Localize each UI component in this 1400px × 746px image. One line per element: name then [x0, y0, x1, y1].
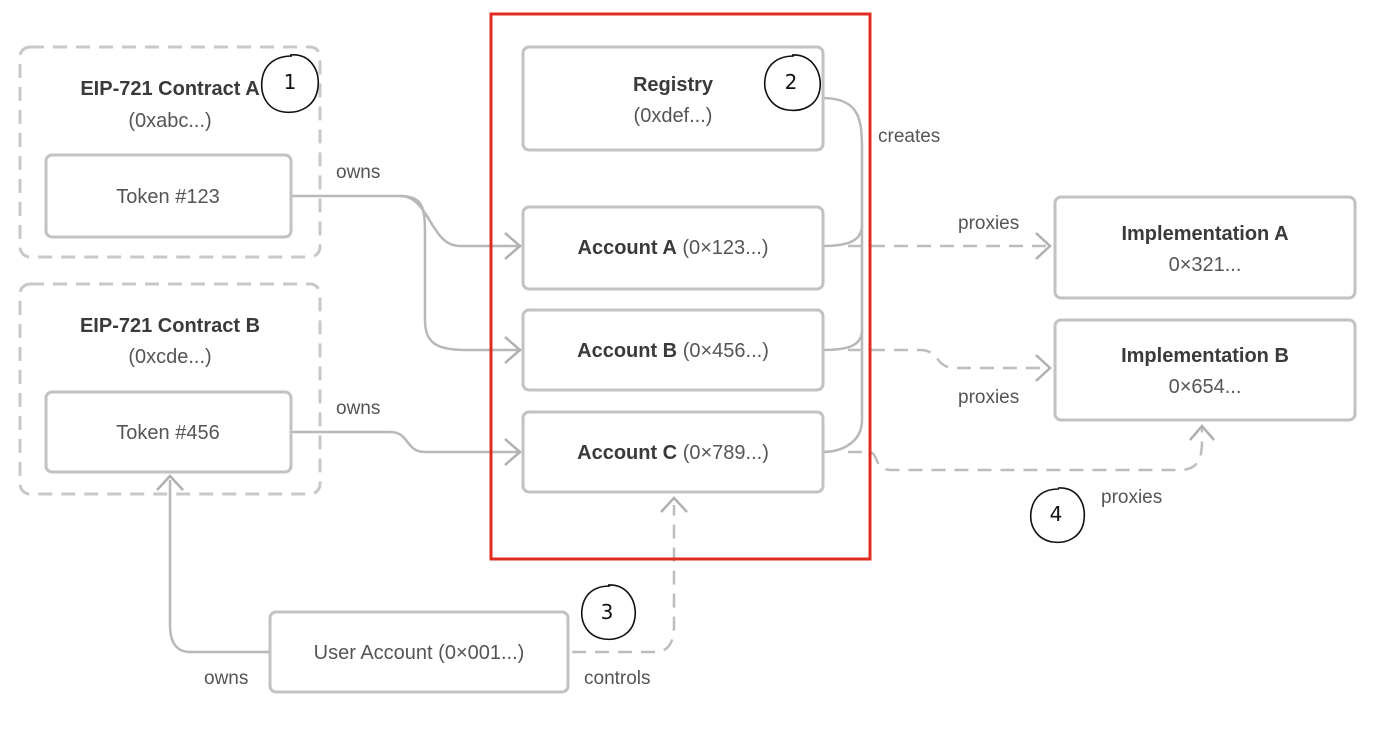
callout-1: 1 — [260, 54, 319, 114]
edge-token123-account-a — [290, 194, 520, 248]
edge-label-owns-b: owns — [336, 398, 380, 419]
registry-address: (0xdef...) — [634, 105, 713, 127]
callout-2-number: 2 — [785, 70, 798, 94]
implementation-a-address: 0×321... — [1169, 254, 1242, 276]
callout-3: 3 — [580, 584, 637, 641]
registry-box[interactable] — [521, 45, 825, 152]
contract-a-group — [18, 45, 322, 259]
callout-3-number: 3 — [601, 600, 614, 624]
arrowhead-account-c — [504, 438, 522, 466]
callout-1-number: 1 — [284, 70, 297, 94]
callout-4-circle-icon — [1029, 487, 1086, 544]
arrowhead-account-b — [504, 336, 522, 364]
token-456-label: Token #456 — [116, 422, 219, 444]
highlight-frame — [489, 12, 872, 561]
contract-a-title: EIP-721 Contract A — [80, 78, 259, 100]
edge-creates-account-b — [821, 329, 864, 352]
callout-4: 4 — [1029, 487, 1086, 544]
edge-user-owns-token — [168, 480, 270, 654]
arrowhead-impl-a — [1035, 232, 1052, 260]
edge-label-proxies-a: proxies — [958, 213, 1019, 234]
edge-account-b-proxies — [848, 348, 1046, 370]
contract-b-title: EIP-721 Contract B — [80, 315, 260, 337]
edge-label-owns-user: owns — [204, 668, 248, 689]
edge-label-controls: controls — [584, 668, 651, 689]
implementation-a-title: Implementation A — [1121, 223, 1288, 245]
contract-b-group — [18, 282, 322, 496]
edge-registry-creates — [821, 96, 864, 454]
callout-1-circle-icon — [260, 54, 319, 114]
token-456-box[interactable] — [44, 390, 293, 474]
edge-label-proxies-c: proxies — [1101, 487, 1162, 508]
arrowhead-account-c-control — [660, 496, 688, 513]
arrowhead-impl-b — [1035, 354, 1052, 382]
account-a-label: Account A (0×123...) — [578, 237, 769, 259]
edge-label-proxies-b: proxies — [958, 387, 1019, 408]
edge-creates-account-a — [821, 224, 864, 248]
account-c-label: Account C (0×789...) — [577, 442, 769, 464]
account-b-label: Account B (0×456...) — [577, 340, 769, 362]
user-account-label: User Account (0×001...) — [314, 642, 525, 664]
callout-2-circle-icon — [763, 54, 821, 112]
callout-4-number: 4 — [1050, 502, 1063, 526]
account-b-box[interactable] — [521, 308, 825, 392]
arrowhead-impl-b-from-c — [1189, 424, 1215, 441]
callout-3-circle-icon — [580, 584, 637, 641]
implementation-a-box[interactable] — [1053, 195, 1357, 300]
callout-2: 2 — [763, 54, 821, 112]
edge-label-creates: creates — [878, 126, 940, 147]
edge-label-owns-a: owns — [336, 162, 380, 183]
registry-title: Registry — [633, 74, 714, 96]
edge-token456-account-c — [290, 430, 520, 454]
edge-account-c-proxies — [848, 428, 1204, 472]
user-account-box[interactable] — [268, 610, 570, 694]
edge-token123-account-b — [399, 194, 520, 352]
arrowhead-account-a — [504, 232, 522, 260]
implementation-b-address: 0×654... — [1169, 376, 1242, 398]
implementation-b-title: Implementation B — [1121, 345, 1289, 367]
token-123-box[interactable] — [44, 153, 293, 239]
account-a-box[interactable] — [521, 205, 825, 291]
edge-user-controls — [572, 505, 676, 654]
account-c-box[interactable] — [521, 410, 825, 494]
contract-b-address: (0xcde...) — [128, 346, 211, 368]
token-123-label: Token #123 — [116, 186, 219, 208]
contract-a-address: (0xabc...) — [128, 110, 211, 132]
arrowhead-token456 — [156, 474, 184, 491]
implementation-b-box[interactable] — [1053, 318, 1357, 422]
